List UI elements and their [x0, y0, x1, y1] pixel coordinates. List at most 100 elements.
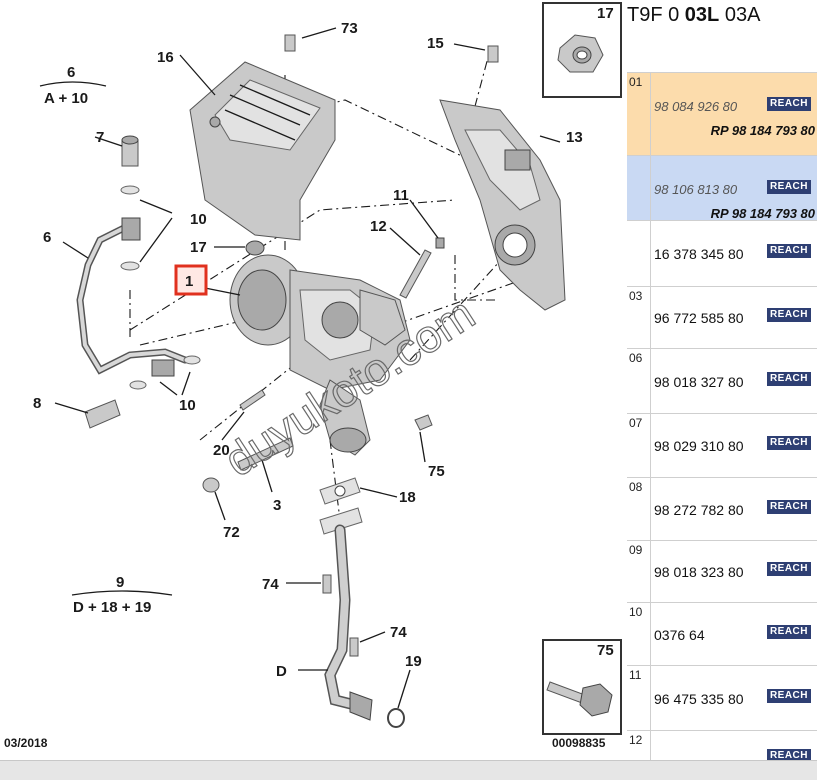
row-index: 10: [627, 603, 651, 665]
callout-20: 20: [213, 442, 230, 459]
reach-badge: REACH: [766, 244, 811, 258]
exploded-parts-diagram: 73 15 16 7 17 13 11 12 10 10 6 8 20 3 72…: [4, 2, 622, 750]
part-number[interactable]: 98 029 310 80: [654, 438, 744, 454]
bottom-scroll-bar[interactable]: [0, 760, 817, 780]
diagram-date: 03/2018: [4, 736, 48, 750]
turbo-bracket-part[interactable]: [439, 99, 566, 311]
stud-20[interactable]: [239, 389, 266, 411]
turbocharger-part[interactable]: [229, 254, 411, 456]
panel-header: T9F 0 03L 03A: [627, 4, 761, 26]
row-index: 06: [627, 349, 651, 413]
row-index: 11: [627, 666, 651, 730]
callout-13: 13: [566, 129, 583, 146]
row-index: [627, 221, 651, 286]
row-index: 07: [627, 414, 651, 477]
part-number[interactable]: 98 018 323 80: [654, 564, 744, 580]
reach-badge: REACH: [766, 372, 811, 386]
callout-74-upper: 74: [262, 576, 279, 593]
group-6-label: 6 A + 10: [39, 64, 107, 107]
callout-10-top: 10: [190, 211, 207, 228]
washer-17[interactable]: [245, 240, 265, 256]
parts-row[interactable]: 16 378 345 80 REACH: [627, 220, 817, 286]
callout-10-bottom: 10: [179, 397, 196, 414]
gasket-18[interactable]: [319, 477, 361, 505]
inset-17-label: 17: [597, 5, 614, 22]
callout-3: 3: [273, 497, 281, 514]
banjo-bolt-8[interactable]: [84, 355, 201, 429]
stud-3[interactable]: [237, 437, 294, 471]
reach-badge: REACH: [766, 436, 811, 450]
header-bold-code: 03L: [684, 4, 720, 26]
callout-8: 8: [33, 395, 41, 412]
callout-16: 16: [157, 49, 174, 66]
reach-badge: REACH: [766, 562, 811, 576]
bolt-15[interactable]: [487, 45, 499, 63]
callout-D: D: [276, 663, 287, 680]
row-index: 03: [627, 287, 651, 348]
bolt-73[interactable]: [284, 34, 296, 52]
replacement-part-number[interactable]: RP 98 184 793 80: [710, 206, 815, 221]
row-index: 12: [627, 731, 651, 760]
replacement-part-number[interactable]: RP 98 184 793 80: [710, 123, 815, 138]
part-number[interactable]: 98 106 813 80: [654, 182, 738, 197]
leader-lines: [54, 27, 561, 709]
callout-7: 7: [96, 129, 104, 146]
oil-drain-pipe-part[interactable]: [319, 507, 373, 721]
callout-12: 12: [370, 218, 387, 235]
group-9-formula: D + 18 + 19: [73, 599, 151, 616]
group-6-number: 6: [67, 64, 75, 81]
bolt-74-upper[interactable]: [322, 574, 332, 594]
group-9-label: 9 D + 18 + 19: [71, 574, 173, 616]
o-ring-19[interactable]: [387, 708, 405, 728]
part-number[interactable]: 96 475 335 80: [654, 691, 744, 707]
group-9-number: 9: [116, 574, 124, 591]
stud-12[interactable]: [399, 249, 432, 299]
part-number[interactable]: 96 772 585 80: [654, 310, 744, 326]
oil-feed-pipe-part[interactable]: [76, 217, 189, 377]
bolt-74-lower[interactable]: [349, 637, 359, 657]
part-number[interactable]: 16 378 345 80: [654, 246, 744, 262]
reach-badge: REACH: [766, 625, 811, 639]
bolt-75[interactable]: [414, 414, 433, 431]
heat-shield-part[interactable]: [189, 61, 336, 241]
row-index: 01: [627, 73, 651, 155]
callout-72: 72: [223, 524, 240, 541]
inset-75-label: 75: [597, 642, 614, 659]
reach-badge: REACH: [766, 500, 811, 514]
nut-72[interactable]: [202, 477, 220, 493]
parts-row[interactable]: 98 106 813 80 REACH RP 98 184 793 80: [627, 155, 817, 221]
inset-bolt-75: 75: [542, 639, 622, 735]
callout-17: 17: [190, 239, 207, 256]
reach-badge: REACH: [766, 749, 811, 763]
callout-75: 75: [428, 463, 445, 480]
stud-11[interactable]: [435, 237, 445, 249]
banjo-bolt-7[interactable]: [120, 135, 140, 271]
callout-1-highlight[interactable]: 1: [174, 264, 208, 296]
part-number[interactable]: 98 272 782 80: [654, 502, 744, 518]
row-index: 08: [627, 478, 651, 540]
part-number[interactable]: 98 018 327 80: [654, 374, 744, 390]
group-6-formula: A + 10: [44, 90, 88, 107]
reach-badge: REACH: [766, 180, 811, 194]
part-number[interactable]: 0376 64: [654, 627, 705, 643]
callout-A: 6: [43, 229, 51, 246]
callout-labels: 73 15 16 7 17 13 11 12 10 10 6 8 20 3 72…: [33, 20, 583, 680]
inset-nut-17: 17: [542, 2, 622, 98]
callout-15: 15: [427, 35, 444, 52]
callout-19: 19: [405, 653, 422, 670]
callout-1: 1: [185, 273, 193, 290]
callout-11: 11: [393, 187, 409, 204]
part-number[interactable]: 98 084 926 80: [654, 99, 738, 114]
callout-74-lower: 74: [390, 624, 407, 641]
reach-badge: REACH: [766, 689, 811, 703]
